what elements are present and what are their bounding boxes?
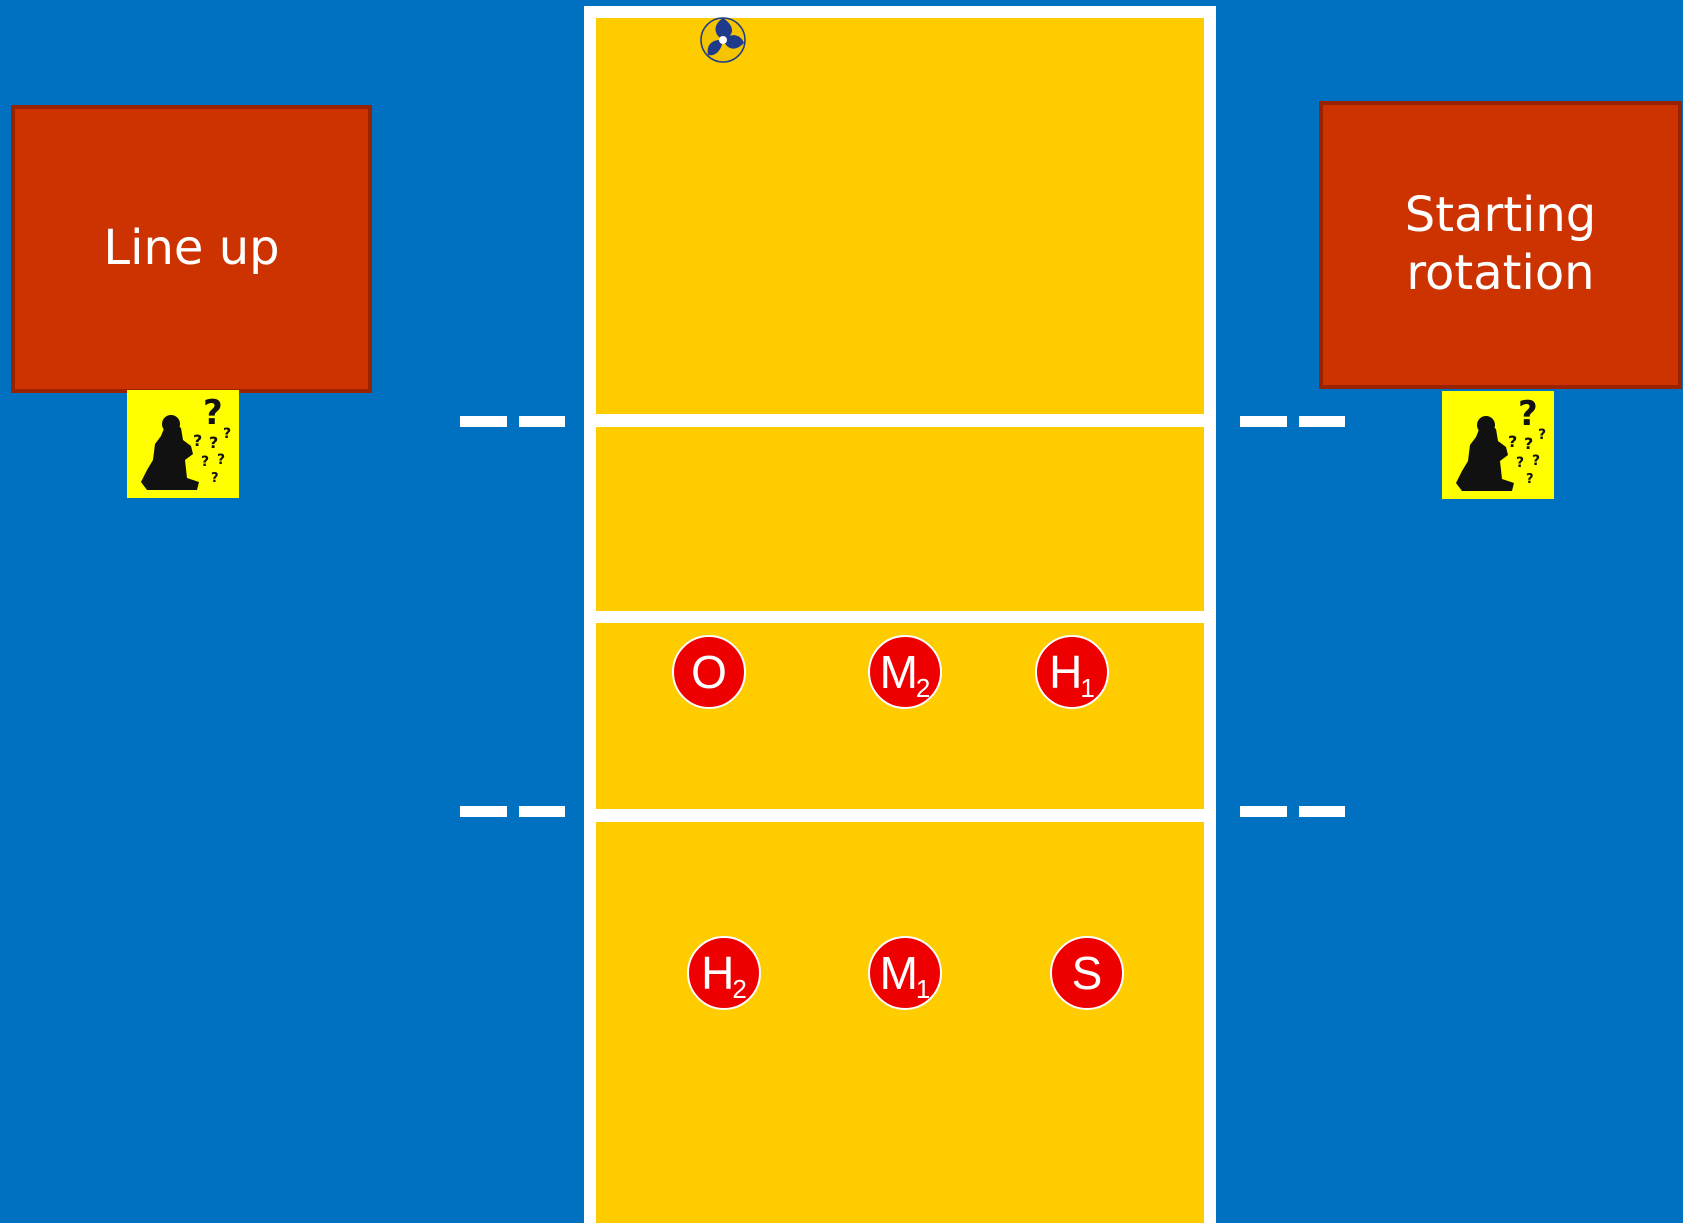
svg-text:?: ? [1524,434,1533,453]
thinker-question-icon[interactable]: ? ? ? ? ? ? ? [127,390,239,498]
svg-text:?: ? [201,454,209,470]
starting-rotation-button[interactable]: Starting rotation [1319,101,1682,389]
player-letter: M [879,947,918,999]
svg-text:?: ? [211,471,219,486]
svg-text:?: ? [193,431,202,450]
player-letter: H [701,947,735,999]
player-subscript: 1 [1080,672,1095,703]
thinker-question-icon-graphic: ? ? ? ? ? ? ? [1456,394,1546,491]
starting-rotation-line-1: Starting [1404,187,1597,244]
dash-marker [519,806,565,817]
svg-text:?: ? [223,426,231,442]
svg-text:?: ? [1516,455,1524,471]
starting-rotation-label: Starting rotation [1405,187,1596,302]
line-up-button[interactable]: Line up [11,105,372,393]
court-zone-opponent-back [596,18,1204,414]
player-s[interactable]: S [1050,936,1124,1010]
player-letter: O [691,646,727,698]
player-subscript: 1 [915,973,931,1004]
player-o[interactable]: O [672,635,746,709]
svg-text:?: ? [203,393,223,433]
svg-text:?: ? [217,452,225,468]
player-letter: S [1071,947,1103,999]
svg-text:?: ? [1538,427,1546,443]
volleyball-icon-graphic [700,17,746,63]
svg-text:?: ? [209,433,218,452]
svg-text:?: ? [1508,432,1517,451]
court-zone-opponent-front [596,427,1204,611]
volleyball-court [584,6,1216,1223]
dash-marker [460,416,507,427]
svg-text:?: ? [1526,472,1534,487]
dash-marker [1240,806,1287,817]
svg-text:?: ? [1518,394,1538,434]
player-letter: H [1049,646,1083,698]
player-subscript: 2 [915,672,931,703]
player-letter: M [879,646,918,698]
dash-marker [460,806,507,817]
dash-marker [1240,416,1287,427]
starting-rotation-line-2: rotation [1406,245,1595,301]
svg-text:?: ? [1532,453,1540,469]
court-zone-back [596,822,1204,1223]
thinker-question-icon-graphic: ? ? ? ? ? ? ? [141,393,231,490]
dash-marker [1299,806,1345,817]
player-subscript: 2 [732,973,747,1004]
volleyball-icon[interactable] [700,17,746,63]
dash-marker [1299,416,1345,427]
thinker-question-icon[interactable]: ? ? ? ? ? ? ? [1442,391,1554,499]
dash-marker [519,416,565,427]
line-up-label: Line up [103,220,280,277]
